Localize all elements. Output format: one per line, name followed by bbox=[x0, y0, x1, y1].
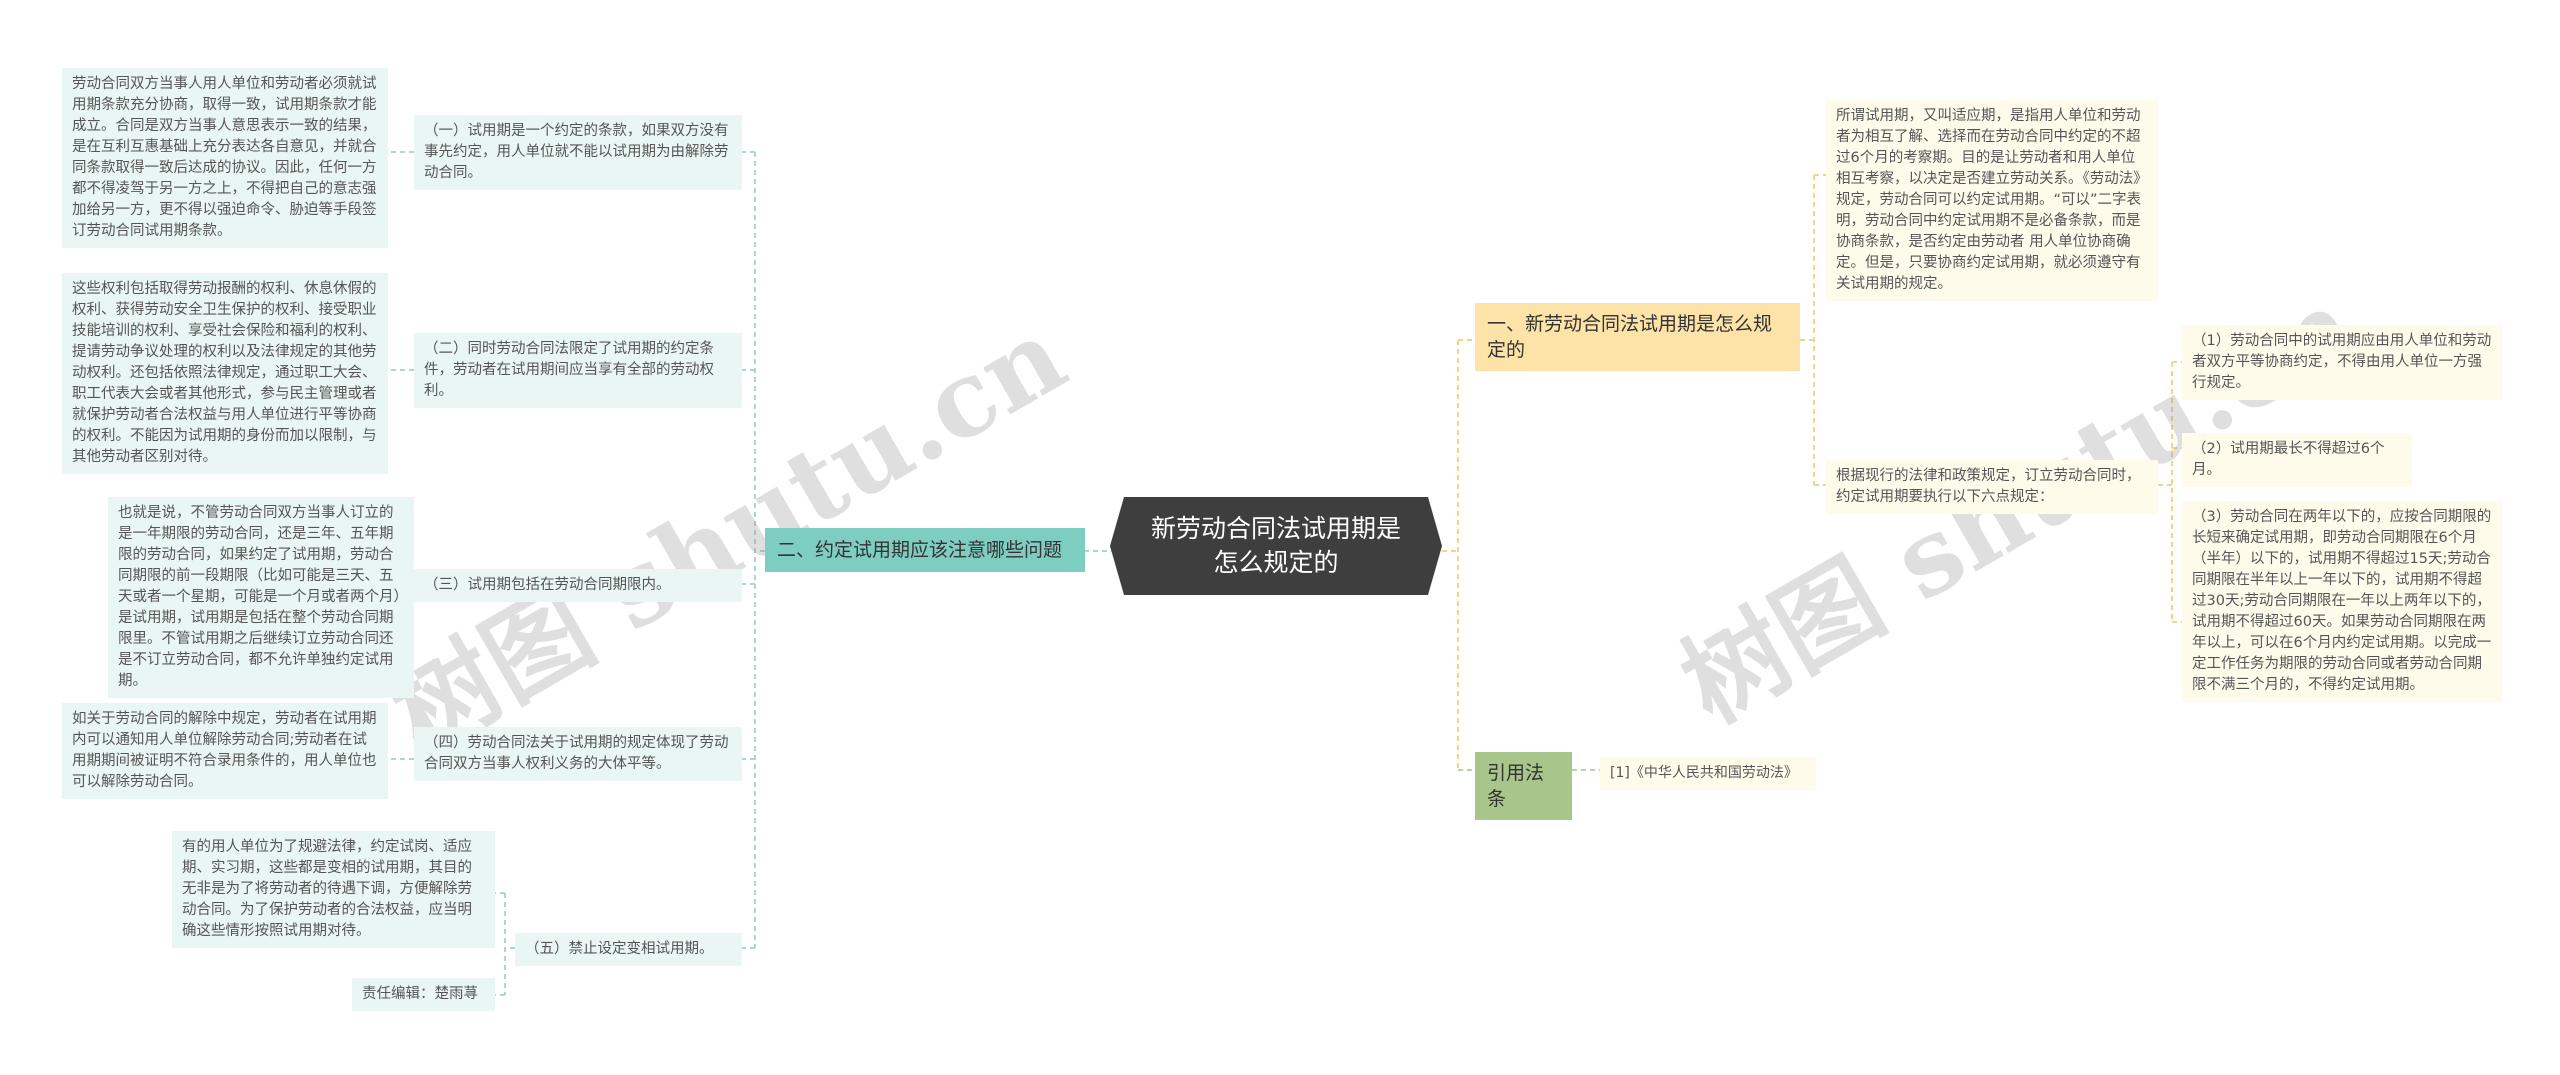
left-detail-4-text: 如关于劳动合同的解除中规定，劳动者在试用期内可以通知用人单位解除劳动合同;劳动者… bbox=[72, 711, 377, 790]
rule-3-text: （3）劳动合同在两年以下的，应按合同期限的长短来确定试用期，即劳动合同期限在6个… bbox=[2192, 509, 2492, 693]
root-title: 新劳动合同法试用期是怎么规定的 bbox=[1150, 514, 1401, 577]
right-top-branch-label: 一、新劳动合同法试用期是怎么规定的 bbox=[1487, 313, 1773, 361]
left-item-3[interactable]: （三）试用期包括在劳动合同期限内。 bbox=[414, 569, 742, 602]
left-item-1-label: （一）试用期是一个约定的条款，如果双方没有事先约定，用人单位就不能以试用期为由解… bbox=[424, 123, 729, 181]
law-reference-text: [1]《中华人民共和国劳动法》 bbox=[1610, 765, 1798, 781]
left-item-2[interactable]: （二）同时劳动合同法限定了试用期的约定条件，劳动者在试用期间应当享有全部的劳动权… bbox=[414, 333, 742, 408]
rule-2-text: （2）试用期最长不得超过6个月。 bbox=[2192, 441, 2385, 478]
law-reference[interactable]: [1]《中华人民共和国劳动法》 bbox=[1600, 757, 1816, 790]
left-detail-2-text: 这些权利包括取得劳动报酬的权利、休息休假的权利、获得劳动安全卫生保护的权利、接受… bbox=[72, 281, 377, 465]
right-rules-label: 根据现行的法律和政策规定，订立劳动合同时，约定试用期要执行以下六点规定： bbox=[1836, 468, 2141, 505]
left-branch-node[interactable]: 二、约定试用期应该注意哪些问题 bbox=[765, 528, 1085, 572]
left-detail-1-text: 劳动合同双方当事人用人单位和劳动者必须就试用期条款充分协商，取得一致，试用期条款… bbox=[72, 76, 377, 239]
rule-1-text: （1）劳动合同中的试用期应由用人单位和劳动者双方平等协商约定，不得由用人单位一方… bbox=[2192, 333, 2492, 391]
rule-3: （3）劳动合同在两年以下的，应按合同期限的长短来确定试用期，即劳动合同期限在6个… bbox=[2182, 501, 2502, 702]
left-detail-5: 有的用人单位为了规避法律，约定试岗、适应期、实习期，这些都是变相的试用期，其目的… bbox=[172, 831, 495, 948]
left-item-1[interactable]: （一）试用期是一个约定的条款，如果双方没有事先约定，用人单位就不能以试用期为由解… bbox=[414, 115, 742, 190]
left-detail-1: 劳动合同双方当事人用人单位和劳动者必须就试用期条款充分协商，取得一致，试用期条款… bbox=[62, 68, 388, 248]
left-detail-3-text: 也就是说，不管劳动合同双方当事人订立的是一年期限的劳动合同，还是三年、五年期限的… bbox=[118, 505, 401, 689]
right-intro-text: 所谓试用期，又叫适应期，是指用人单位和劳动者为相互了解、选择而在劳动合同中约定的… bbox=[1836, 108, 2148, 292]
left-item-3-label: （三）试用期包括在劳动合同期限内。 bbox=[424, 577, 671, 593]
left-item-2-label: （二）同时劳动合同法限定了试用期的约定条件，劳动者在试用期间应当享有全部的劳动权… bbox=[424, 341, 714, 399]
right-bottom-branch-node[interactable]: 引用法条 bbox=[1475, 752, 1572, 820]
left-detail-4: 如关于劳动合同的解除中规定，劳动者在试用期内可以通知用人单位解除劳动合同;劳动者… bbox=[62, 703, 388, 799]
right-intro: 所谓试用期，又叫适应期，是指用人单位和劳动者为相互了解、选择而在劳动合同中约定的… bbox=[1826, 100, 2158, 301]
left-item-4[interactable]: （四）劳动合同法关于试用期的规定体现了劳动合同双方当事人权利义务的大体平等。 bbox=[414, 727, 742, 781]
left-item-5[interactable]: （五）禁止设定变相试用期。 bbox=[515, 933, 742, 966]
rule-1: （1）劳动合同中的试用期应由用人单位和劳动者双方平等协商约定，不得由用人单位一方… bbox=[2182, 325, 2502, 400]
left-item-4-label: （四）劳动合同法关于试用期的规定体现了劳动合同双方当事人权利义务的大体平等。 bbox=[424, 735, 729, 772]
editor-credit: 责任编辑：楚雨荨 bbox=[352, 978, 495, 1011]
right-rules-node[interactable]: 根据现行的法律和政策规定，订立劳动合同时，约定试用期要执行以下六点规定： bbox=[1826, 460, 2158, 514]
left-item-5-label: （五）禁止设定变相试用期。 bbox=[525, 941, 714, 957]
left-branch-label: 二、约定试用期应该注意哪些问题 bbox=[777, 539, 1063, 561]
right-top-branch-node[interactable]: 一、新劳动合同法试用期是怎么规定的 bbox=[1475, 303, 1800, 371]
left-detail-3: 也就是说，不管劳动合同双方当事人订立的是一年期限的劳动合同，还是三年、五年期限的… bbox=[108, 497, 414, 698]
left-detail-5-text: 有的用人单位为了规避法律，约定试岗、适应期、实习期，这些都是变相的试用期，其目的… bbox=[182, 839, 472, 939]
left-detail-2: 这些权利包括取得劳动报酬的权利、休息休假的权利、获得劳动安全卫生保护的权利、接受… bbox=[62, 273, 388, 474]
editor-credit-text: 责任编辑：楚雨荨 bbox=[362, 986, 478, 1002]
right-bottom-branch-label: 引用法条 bbox=[1487, 762, 1545, 810]
root-node[interactable]: 新劳动合同法试用期是怎么规定的 bbox=[1110, 497, 1442, 595]
rule-2: （2）试用期最长不得超过6个月。 bbox=[2182, 433, 2412, 487]
